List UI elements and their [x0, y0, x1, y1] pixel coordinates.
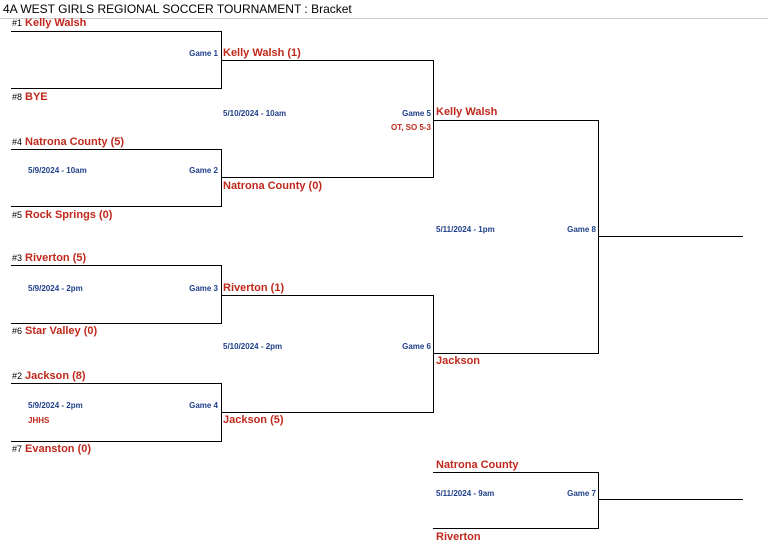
- seed-label: #6: [12, 326, 23, 336]
- bracket-line-game6: [221, 295, 434, 413]
- game1-label: Game 1: [189, 49, 218, 58]
- bracket-line-game8: [433, 120, 599, 354]
- bracket-line-game1: [11, 31, 222, 89]
- game6-label: Game 6: [402, 342, 431, 351]
- game6-date: 5/10/2024 - 2pm: [223, 342, 283, 351]
- final-slot-2: Jackson: [436, 355, 481, 367]
- game3-date: 5/9/2024 - 2pm: [28, 284, 83, 293]
- game5-note: OT, SO 5-3: [390, 123, 431, 132]
- game4-label: Game 4: [189, 401, 218, 410]
- round2-slot-1: Kelly Walsh (1): [223, 47, 301, 59]
- round2-slot-2: Natrona County (0): [223, 180, 322, 192]
- seed-label: #4: [12, 137, 23, 147]
- bracket-line-game7: [433, 472, 599, 529]
- game7-date: 5/11/2024 - 9am: [436, 489, 495, 498]
- bracket-line-game3: [11, 265, 222, 324]
- round2-slot-3: Riverton (1): [223, 282, 285, 294]
- seed-label: #7: [12, 444, 23, 454]
- consolation-slot-1: Natrona County: [436, 459, 519, 471]
- team-name: Kelly Walsh: [25, 17, 87, 29]
- bracket-line-game2: [11, 149, 222, 207]
- game3-label: Game 3: [189, 284, 218, 293]
- page-title: 4A WEST GIRLS REGIONAL SOCCER TOURNAMENT…: [0, 0, 768, 19]
- final-slot-1: Kelly Walsh: [436, 106, 498, 118]
- bracket-line-game4: [11, 383, 222, 442]
- consolation-slot-2: Riverton: [436, 531, 481, 543]
- seed-label: #3: [12, 253, 23, 263]
- seed-label: #1: [12, 18, 23, 28]
- round2-slot-4: Jackson (5): [223, 414, 284, 426]
- game8-date: 5/11/2024 - 1pm: [436, 225, 495, 234]
- game7-label: Game 7: [567, 489, 596, 498]
- game2-date: 5/9/2024 - 10am: [28, 166, 87, 175]
- team-name: Natrona County (5): [25, 136, 125, 148]
- game4-date: 5/9/2024 - 2pm: [28, 401, 83, 410]
- game5-date: 5/10/2024 - 10am: [223, 109, 287, 118]
- game4-venue: JHHS: [28, 416, 50, 425]
- team-name: Star Valley (0): [25, 325, 98, 337]
- seed-label: #2: [12, 371, 23, 381]
- game2-label: Game 2: [189, 166, 218, 175]
- team-name: BYE: [25, 91, 48, 103]
- seed-label: #8: [12, 92, 23, 102]
- team-name: Riverton (5): [25, 252, 87, 264]
- bracket-line-game5: [221, 60, 434, 178]
- team-name: Jackson (8): [25, 370, 86, 382]
- team-name: Evanston (0): [25, 443, 92, 455]
- team-name: Rock Springs (0): [25, 209, 113, 221]
- game8-label: Game 8: [567, 225, 596, 234]
- game5-label: Game 5: [402, 109, 431, 118]
- seed-label: #5: [12, 210, 23, 220]
